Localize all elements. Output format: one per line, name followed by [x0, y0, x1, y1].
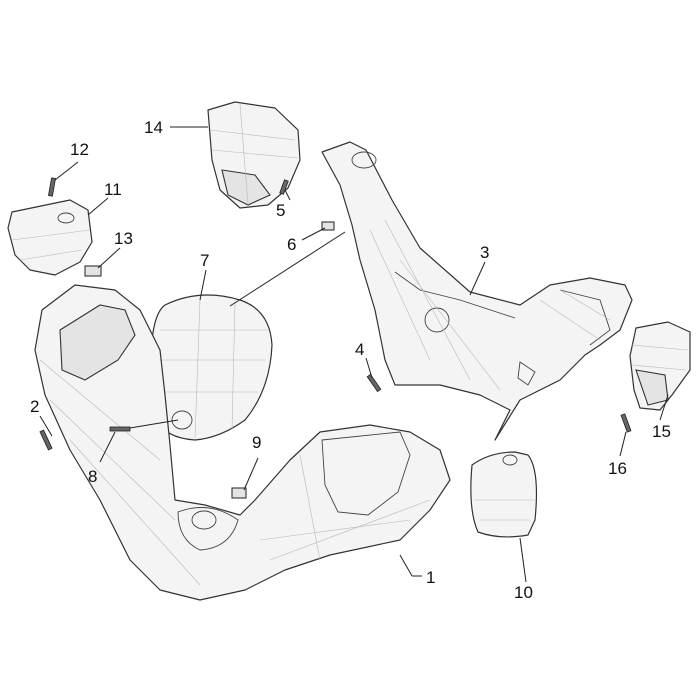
- callout-labels: 1 2 3 4 5 6 7 8 9 10 11 12 13 14 15 16: [30, 118, 671, 602]
- fastener-5-screw: [279, 179, 289, 195]
- fastener-16-screw: [620, 413, 632, 433]
- callout-9: 9: [252, 433, 261, 452]
- leader-8: [99, 431, 116, 463]
- fastener-2-screw: [39, 429, 53, 451]
- part-14-left-switch-housing: [207, 101, 301, 209]
- leader-16: [619, 431, 627, 457]
- leader-7: [199, 269, 207, 301]
- part-7-center-cover: [151, 294, 273, 441]
- callout-3: 3: [480, 243, 489, 262]
- callout-15: 15: [652, 422, 671, 441]
- callout-2: 2: [30, 397, 39, 416]
- callout-14: 14: [144, 118, 163, 137]
- leader-7b: [229, 231, 346, 307]
- leader-2: [39, 415, 53, 437]
- leader-10: [519, 537, 527, 583]
- fastener-13-clip: [84, 265, 102, 277]
- callout-4: 4: [355, 340, 364, 359]
- leader-15: [659, 394, 669, 421]
- leader-1: [399, 554, 413, 577]
- callout-13: 13: [114, 229, 133, 248]
- callout-5: 5: [276, 201, 285, 220]
- part-1-front-handlebar-cover: [34, 284, 451, 601]
- part-11-left-lid: [7, 199, 93, 276]
- callout-16: 16: [608, 459, 627, 478]
- leader-6: [301, 227, 326, 241]
- leader-12: [54, 161, 79, 181]
- fastener-4-screw: [366, 373, 382, 393]
- part-10-side-lid: [470, 451, 538, 538]
- leader-4: [365, 357, 373, 379]
- leader-13: [97, 247, 121, 269]
- callout-8: 8: [88, 467, 97, 486]
- callout-1: 1: [426, 568, 435, 587]
- leader-5: [284, 189, 291, 201]
- leader-8b: [129, 419, 179, 429]
- leader-11: [87, 197, 109, 216]
- callout-7: 7: [200, 251, 209, 270]
- leader-3: [469, 261, 486, 296]
- fastener-9-clip: [231, 487, 247, 499]
- fastener-8-screw: [109, 426, 131, 432]
- callout-10: 10: [514, 583, 533, 602]
- fastener-6-clip: [321, 221, 335, 231]
- fastener-12-screw: [48, 177, 56, 197]
- part-3-rear-handlebar-cover: [321, 141, 633, 441]
- part-15-right-switch-housing: [629, 321, 691, 411]
- leader-9: [243, 457, 259, 491]
- callout-6: 6: [287, 235, 296, 254]
- callout-12: 12: [70, 140, 89, 159]
- callout-11: 11: [104, 180, 122, 199]
- leader-lines: [39, 126, 669, 583]
